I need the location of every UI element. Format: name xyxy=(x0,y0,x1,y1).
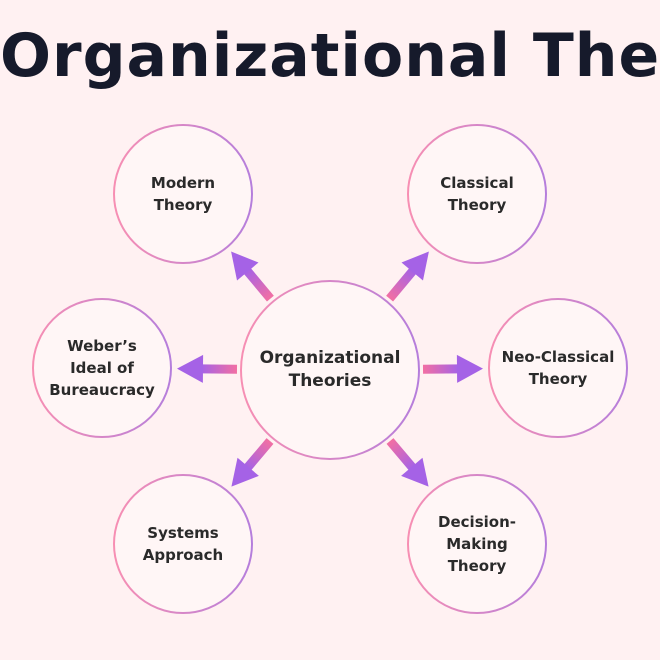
page-title: Organizational Theories xyxy=(0,21,660,91)
circle-systems-approach xyxy=(113,474,253,614)
node-classical-theory: Classical Theory xyxy=(440,174,514,214)
circle-webers-ideal xyxy=(32,298,172,438)
circle-decision-making-theory xyxy=(407,474,547,614)
node-decision-making-theory: Decision- Making Theory xyxy=(438,513,516,575)
circle-classical-theory xyxy=(407,124,547,264)
arrow-to-neo-classical-theory xyxy=(422,354,484,383)
circle-neo-classical-theory xyxy=(488,298,628,438)
center-circle xyxy=(240,280,420,460)
arrow-to-decision-making-theory xyxy=(386,438,429,487)
node-neo-classical-theory: Neo-Classical Theory xyxy=(501,348,615,388)
node-systems-approach: Systems Approach xyxy=(142,524,224,564)
center-node-label: Organizational Theories xyxy=(259,348,401,391)
arrow-to-modern-theory xyxy=(231,251,274,302)
arrow-to-webers-ideal xyxy=(176,354,238,383)
circle-modern-theory xyxy=(113,124,253,264)
node-webers-ideal: Weber’s Ideal of Bureaucracy xyxy=(49,337,155,399)
node-modern-theory: Modern Theory xyxy=(150,174,216,214)
arrow-to-classical-theory xyxy=(386,251,429,302)
arrow-to-systems-approach xyxy=(231,438,274,487)
